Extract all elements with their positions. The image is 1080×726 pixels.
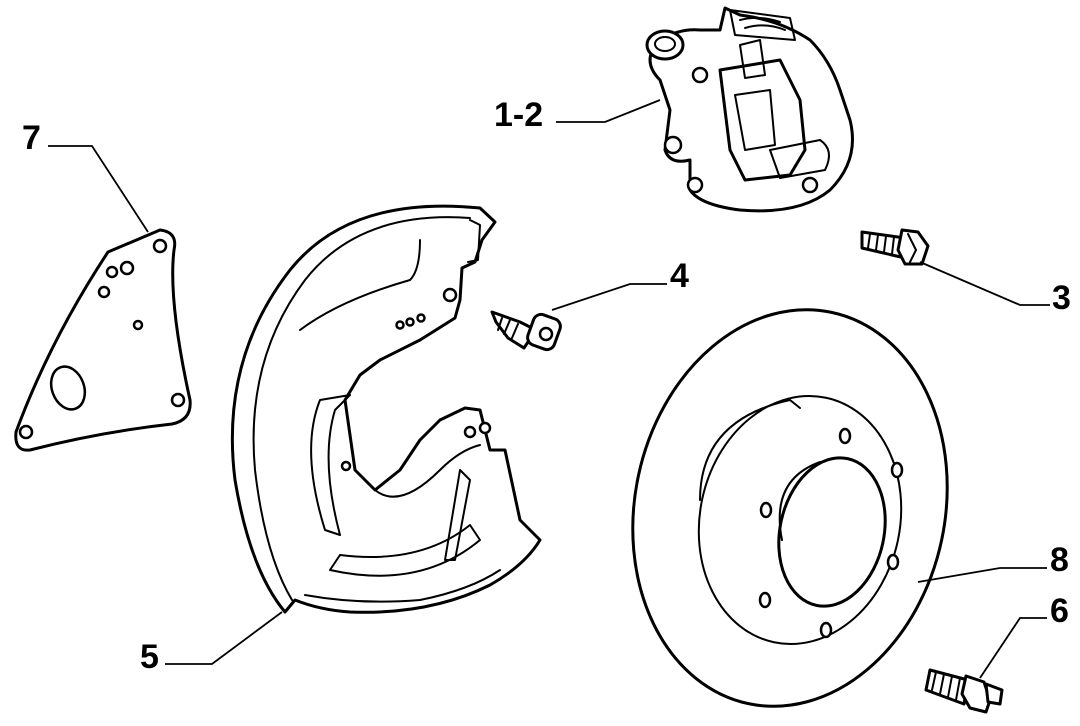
brake-disc (631, 308, 949, 708)
callout-4: 4 (670, 257, 689, 295)
callout-5: 5 (140, 638, 159, 676)
leader-8 (917, 567, 1047, 583)
wheel-stud (924, 668, 1004, 714)
bolt (860, 228, 930, 266)
leader-5 (165, 611, 283, 665)
callout-8: 8 (1050, 541, 1069, 579)
callout-3: 3 (1052, 279, 1071, 317)
leader-6 (979, 617, 1047, 679)
leader-lines (48, 99, 1050, 679)
callout-7: 7 (22, 119, 41, 157)
mounting-plate (14, 228, 192, 452)
leader-3 (919, 261, 1050, 306)
brake-caliper (645, 6, 854, 213)
screw (490, 310, 562, 352)
callout-6: 6 (1050, 592, 1069, 630)
leader-7 (48, 145, 149, 233)
callout-1-2: 1-2 (494, 96, 544, 134)
leader-4 (551, 283, 667, 311)
leader-1-2 (556, 99, 661, 123)
dust-shield (230, 204, 542, 614)
